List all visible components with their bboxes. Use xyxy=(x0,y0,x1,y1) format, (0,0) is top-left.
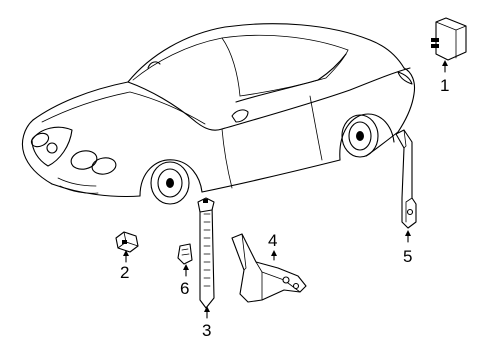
car-illustration xyxy=(21,23,416,205)
callout-2: 2 xyxy=(120,263,129,282)
part-2-sensor xyxy=(115,231,139,263)
part-1-control-module xyxy=(431,17,467,73)
part-6-clip xyxy=(177,243,193,277)
part-5-bracket xyxy=(395,129,417,243)
callout-5: 5 xyxy=(403,247,412,266)
callout-3: 3 xyxy=(202,321,211,340)
part-4-bracket xyxy=(231,233,307,303)
callout-4: 4 xyxy=(268,231,277,250)
callout-6: 6 xyxy=(180,279,189,298)
callout-1: 1 xyxy=(440,76,449,95)
part-3-bracket xyxy=(197,197,215,319)
